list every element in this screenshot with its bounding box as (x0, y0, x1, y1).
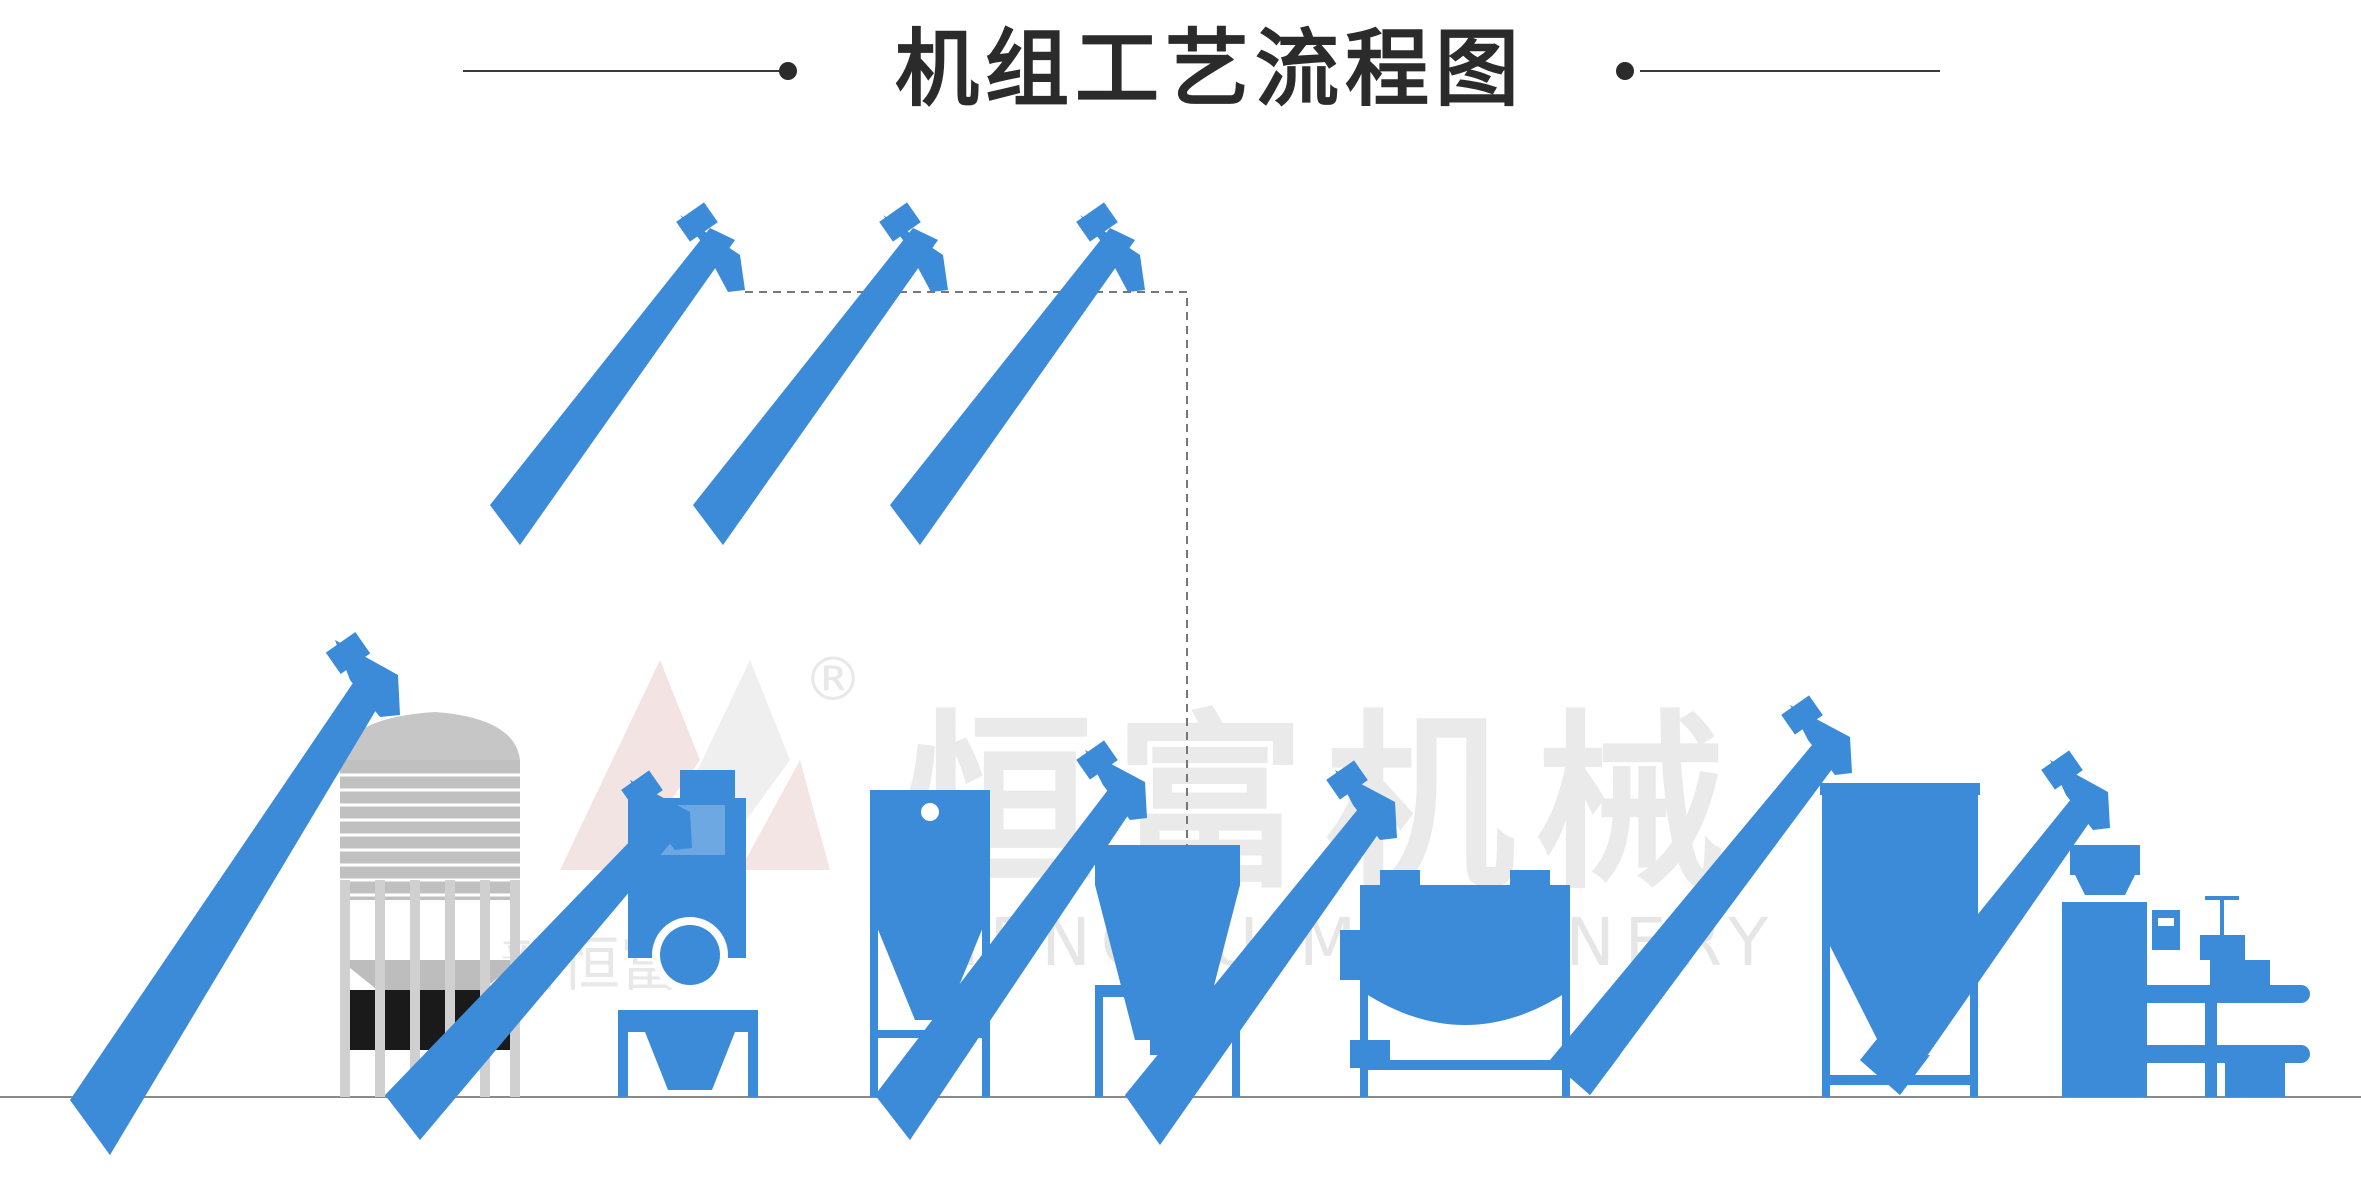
screw-conveyor-3-icon (875, 740, 1147, 1140)
screw-conveyor-6-icon (1860, 750, 2110, 1095)
title-dot-right (1616, 62, 1634, 80)
packing-machine-icon (2062, 845, 2310, 1097)
upper-screw-conveyor-3-icon (890, 202, 1145, 545)
title-rule-left (463, 70, 779, 72)
registered-mark: ® (803, 645, 863, 715)
screw-conveyor-2-icon (385, 770, 692, 1140)
buffer-hopper-icon (1095, 845, 1240, 1097)
upper-screw-conveyor-1-icon (490, 202, 745, 545)
crusher-icon (618, 770, 758, 1097)
page-title: 机组工艺流程图 (894, 20, 1525, 118)
title-dot-left (779, 62, 797, 80)
title-area: 机组工艺流程图 (0, 0, 2361, 140)
screw-conveyor-5-icon (1550, 695, 1852, 1095)
upper-screw-conveyor-2-icon (693, 202, 948, 545)
horizontal-mixer-icon (1340, 870, 1570, 1097)
watermark: ® 恒富机械 新恒富 HENGFU MACHINERY (500, 645, 1768, 1000)
screw-conveyor-1-icon (70, 632, 400, 1155)
title-rule-right (1640, 70, 1940, 72)
screw-conveyor-4-icon (1125, 760, 1397, 1145)
